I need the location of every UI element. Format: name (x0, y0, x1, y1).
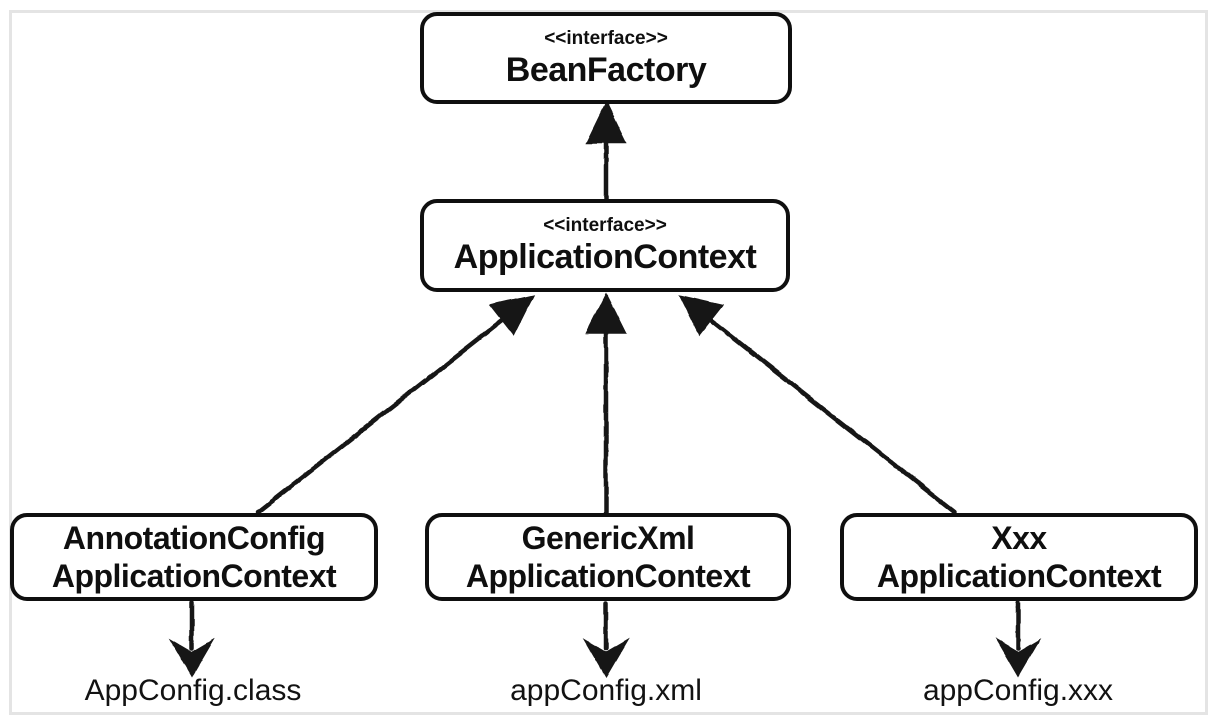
node-annotationconfig-applicationcontext: AnnotationConfig ApplicationContext (10, 513, 378, 601)
arrow-applicationcontext-to-beanfactory (585, 100, 627, 201)
node-applicationcontext: <<interface>> ApplicationContext (420, 199, 790, 292)
arrow-xxx-to-applicationcontext (678, 294, 958, 515)
arrow-xxx-to-appconfig-xxx (994, 600, 1042, 678)
label-appconfig-xxx: appConfig.xxx (922, 674, 1114, 707)
node-annotationconfig-name-line1: AnnotationConfig (62, 520, 326, 556)
node-xxx-applicationcontext: Xxx ApplicationContext (840, 513, 1198, 601)
node-annotationconfig-name-line2: ApplicationContext (51, 558, 337, 594)
node-xxx-name-line1: Xxx (991, 520, 1047, 556)
node-genericxml-applicationcontext: GenericXml ApplicationContext (425, 513, 791, 601)
node-genericxml-name-line1: GenericXml (521, 520, 695, 556)
arrow-genericxml-to-appconfig-xml (582, 600, 630, 678)
node-beanfactory: <<interface>> BeanFactory (420, 12, 792, 104)
node-genericxml-name-line2: ApplicationContext (465, 558, 751, 594)
node-beanfactory-stereotype: <<interface>> (544, 27, 668, 49)
arrow-annotationconfig-to-applicationcontext (255, 294, 535, 515)
node-applicationcontext-name: ApplicationContext (453, 238, 757, 276)
label-appconfig-class: AppConfig.class (84, 674, 302, 707)
label-appconfig-xml: appConfig.xml (510, 674, 702, 707)
node-beanfactory-name: BeanFactory (505, 50, 707, 89)
node-applicationcontext-stereotype: <<interface>> (543, 215, 667, 236)
node-xxx-name-line2: ApplicationContext (876, 558, 1162, 594)
arrow-genericxml-to-applicationcontext (585, 291, 627, 515)
arrow-annotationconfig-to-appconfig-class (168, 600, 216, 678)
